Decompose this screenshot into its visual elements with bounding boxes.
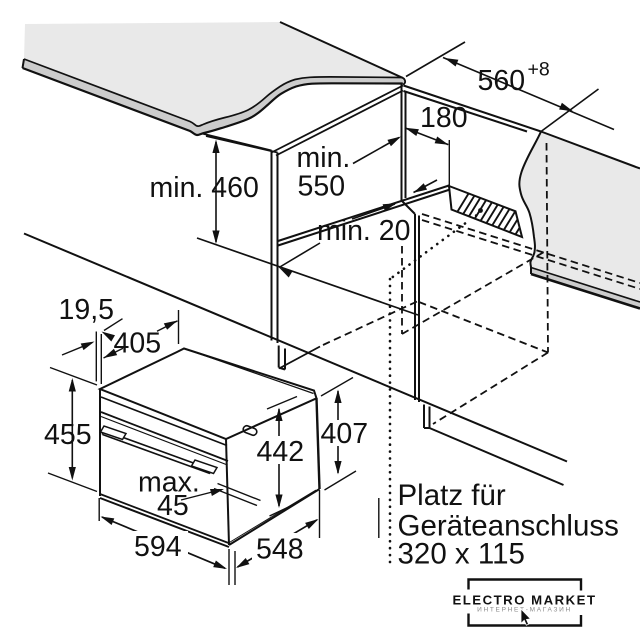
- svg-text:min.: min.: [297, 142, 351, 174]
- svg-text:455: 455: [44, 419, 92, 451]
- svg-text:ИНТЕРНЕТ-МАГАЗИН: ИНТЕРНЕТ-МАГАЗИН: [477, 607, 572, 614]
- svg-text:Platz für: Platz für: [398, 479, 506, 512]
- svg-text:min. 20: min. 20: [317, 215, 410, 247]
- svg-text:442: 442: [257, 436, 305, 468]
- svg-text:45: 45: [157, 490, 189, 522]
- svg-text:ELECTRO MARKET: ELECTRO MARKET: [452, 592, 596, 607]
- svg-text:180: 180: [420, 102, 468, 134]
- svg-text:405: 405: [114, 328, 162, 360]
- svg-text:320 x 115: 320 x 115: [398, 538, 525, 571]
- svg-text:548: 548: [256, 534, 304, 566]
- svg-text:407: 407: [321, 418, 369, 450]
- svg-text:550: 550: [298, 171, 346, 203]
- svg-text:594: 594: [134, 531, 182, 563]
- svg-text:+8: +8: [528, 59, 550, 81]
- svg-text:Geräteanschluss: Geräteanschluss: [398, 510, 619, 543]
- svg-text:max.: max.: [138, 467, 200, 499]
- svg-text:19,5: 19,5: [59, 294, 114, 326]
- svg-text:560: 560: [478, 65, 526, 97]
- svg-text:min. 460: min. 460: [150, 172, 259, 204]
